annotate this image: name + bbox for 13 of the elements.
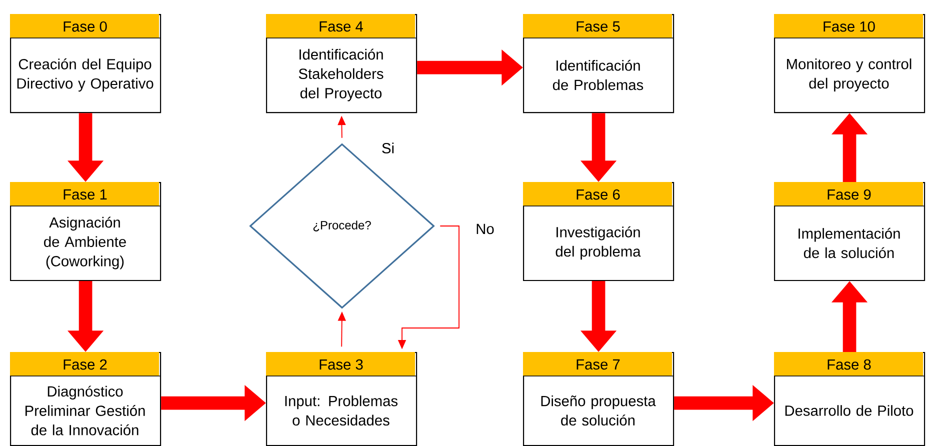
phase-box: Fase 9 Implementación de la solución [774, 182, 926, 282]
phase-box: Fase 8 Desarrollo de Piloto [774, 352, 926, 446]
phase-box: Fase 6 Investigación del problema [522, 182, 674, 282]
phase-box: Fase 5 Identificación de Problemas [522, 14, 674, 114]
phase-box: Fase 7 Diseño propuesta de solución [522, 352, 674, 446]
phase-box: Fase 2 Diagnóstico Preliminar Gestión de la Innovación [10, 352, 162, 446]
phase-box: Fase 3 Input: Problemas o Necesidades [266, 352, 418, 446]
phase-box: Fase 1 Asignación de Ambiente (Coworking) [10, 182, 162, 282]
phase-box: Fase 4 Identificación Stakeholders del Proyecto [266, 14, 418, 114]
edge-label: No [474, 222, 496, 236]
phase-box: Fase 0 Creación del Equipo Directivo y Operativo [10, 14, 162, 114]
phase-box: Fase 10 Monitoreo y control del proyecto [774, 14, 926, 114]
edge-label: Si [380, 141, 396, 155]
